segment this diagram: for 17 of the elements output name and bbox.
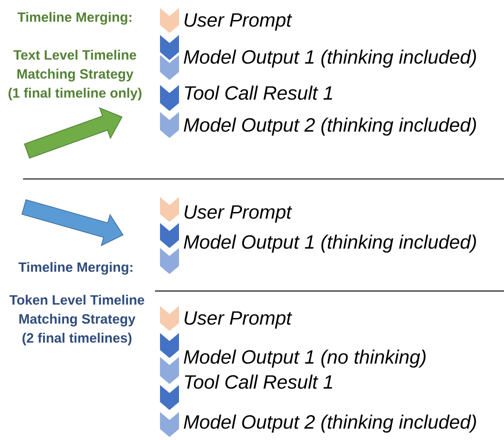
caption-text: Token Level Timeline Matching Strategy (2 final timelines) (10, 294, 144, 346)
step-label: Model Output 2 (thinking included) (184, 414, 476, 433)
step-label: User Prompt (184, 13, 292, 31)
step-label: Model Output 1 (no thinking) (184, 350, 426, 368)
step-label: User Prompt (184, 311, 292, 329)
step-label: Model Output 1 (thinking included) (184, 50, 476, 68)
step-label: Model Output 1 (thinking included) (184, 234, 476, 253)
step-label: Model Output 2 (thinking included) (184, 118, 476, 136)
step-label: Tool Call Result 1 (184, 86, 332, 100)
step-label: Tool Call Result 1 (184, 374, 332, 389)
heading-text: Timeline Merging: (18, 12, 132, 25)
step-marker (160, 55, 179, 80)
caption-text: Text Level Timeline Matching Strategy (1 final timeline only) (8, 50, 142, 100)
heading-text: Timeline Merging: (18, 262, 132, 275)
step-marker (160, 248, 179, 274)
step-marker (160, 357, 179, 384)
step-label: User Prompt (184, 205, 292, 223)
